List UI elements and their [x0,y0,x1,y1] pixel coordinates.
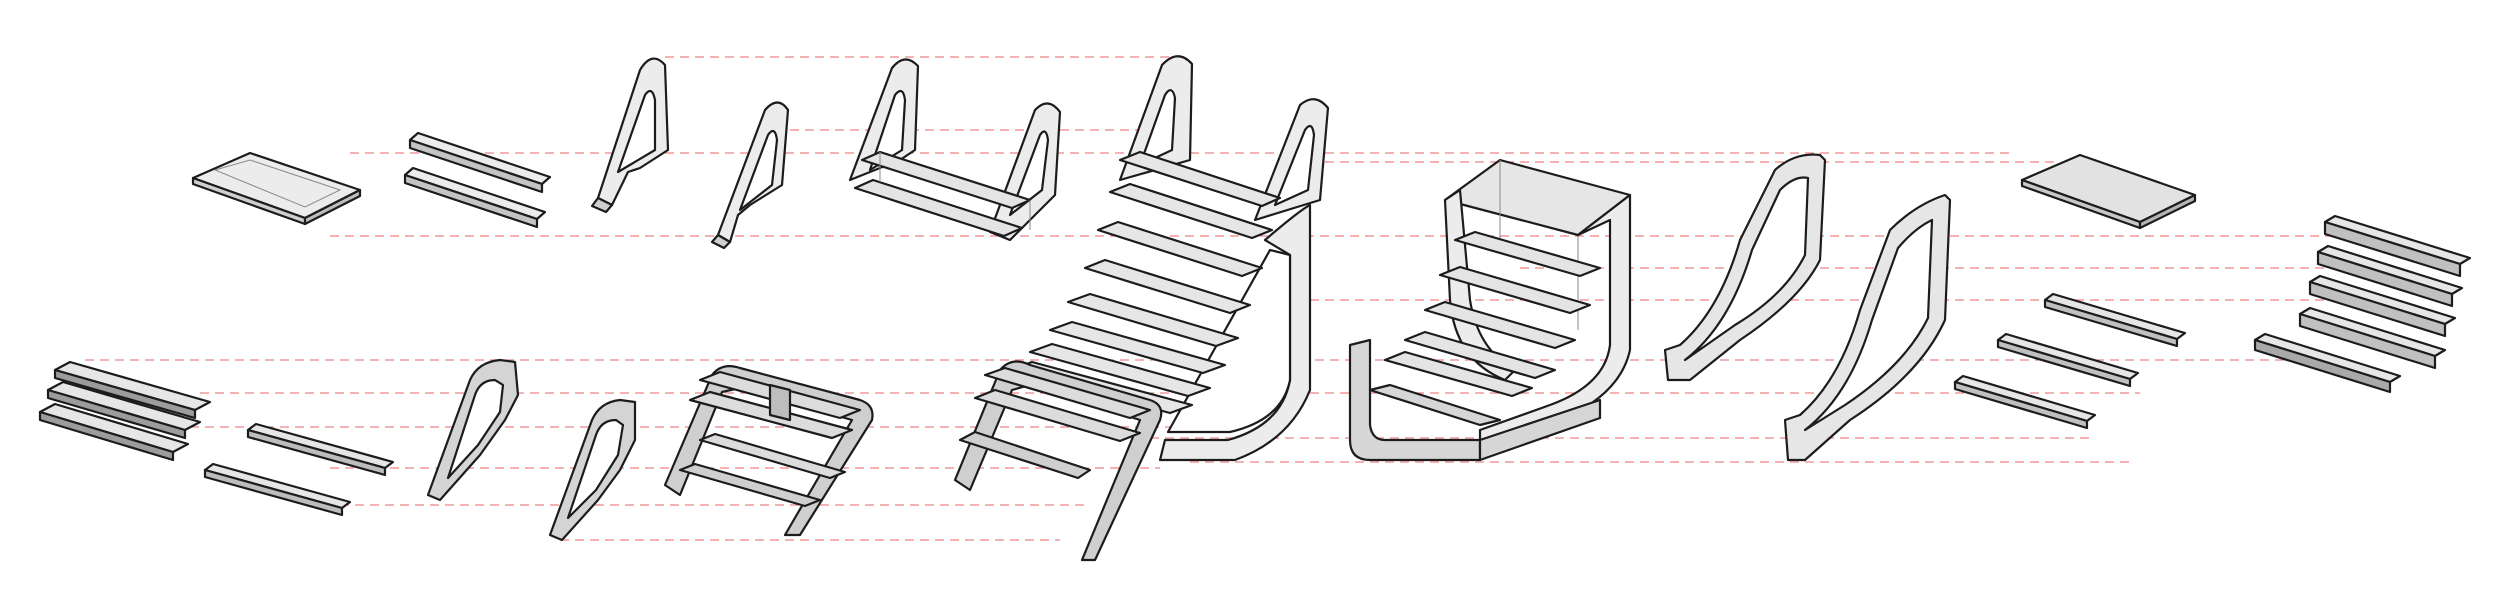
full-lounger-part [953,55,1330,562]
side-frame-left-part [1663,153,1827,382]
slat-trio-part [1953,292,2187,430]
side-frame-left-part [590,57,670,214]
side-frame-right-part [548,398,637,542]
side-frame-left-part [426,358,520,502]
backrest-assembly-part [848,58,1062,242]
slat-trio-part [38,360,212,462]
slat-stack-part [2253,214,2472,394]
slat-pair-part [403,131,552,229]
lounger-frame-assembly-part [1348,158,1632,462]
footrest-assembly-part [663,365,874,537]
alignment-guides [85,56,2390,541]
side-frame-right-part [1783,193,1952,462]
side-frame-right-part [710,101,790,250]
seat-panel-part [191,151,362,226]
slat-pair-part [203,422,395,517]
seat-panel-part [2020,153,2197,230]
